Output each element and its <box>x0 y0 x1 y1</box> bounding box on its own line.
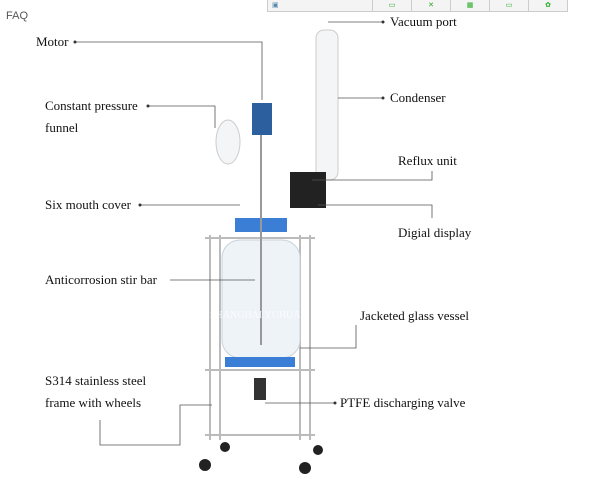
label-frame-line1: S314 stainless steel <box>45 373 147 388</box>
label-reflux-unit: Reflux unit <box>398 153 457 168</box>
label-motor: Motor <box>36 34 69 49</box>
toolbar-button-5[interactable]: ▭ <box>489 0 528 11</box>
label-vacuum-port: Vacuum port <box>390 14 457 29</box>
toolbar-button-6[interactable]: ✿ <box>528 0 567 11</box>
label-digital-display: Digial display <box>398 225 472 240</box>
discharge-valve <box>254 378 266 400</box>
bottom-flange <box>225 357 295 367</box>
leader-dots <box>73 20 385 405</box>
label-stir-bar: Anticorrosion stir bar <box>45 272 157 287</box>
wheels <box>199 442 323 474</box>
digital-display <box>290 172 326 208</box>
label-condenser: Condenser <box>390 90 446 105</box>
label-six-mouth-cover: Six mouth cover <box>45 197 131 212</box>
condenser <box>315 29 339 181</box>
toolbar: ▣ ▭ ✕ ▦ ▭ ✿ <box>267 0 568 12</box>
toolbar-button-2[interactable]: ▭ <box>372 0 411 11</box>
watermark: SHANGHAI YUHUA <box>210 310 301 321</box>
label-funnel-line1: Constant pressure <box>45 98 138 113</box>
toolbar-button-translate[interactable]: ▣ <box>272 1 279 9</box>
label-funnel-line2: funnel <box>45 120 79 135</box>
leader-lines <box>75 21 433 446</box>
toolbar-button-4[interactable]: ▦ <box>450 0 489 11</box>
label-frame-line2: frame with wheels <box>45 395 142 410</box>
motor <box>252 103 272 135</box>
faq-link[interactable]: FAQ <box>6 10 29 22</box>
label-vessel: Jacketed glass vessel <box>360 308 470 323</box>
toolbar-button-3[interactable]: ✕ <box>411 0 450 11</box>
label-valve: PTFE discharging valve <box>340 395 466 410</box>
funnel <box>215 119 241 165</box>
